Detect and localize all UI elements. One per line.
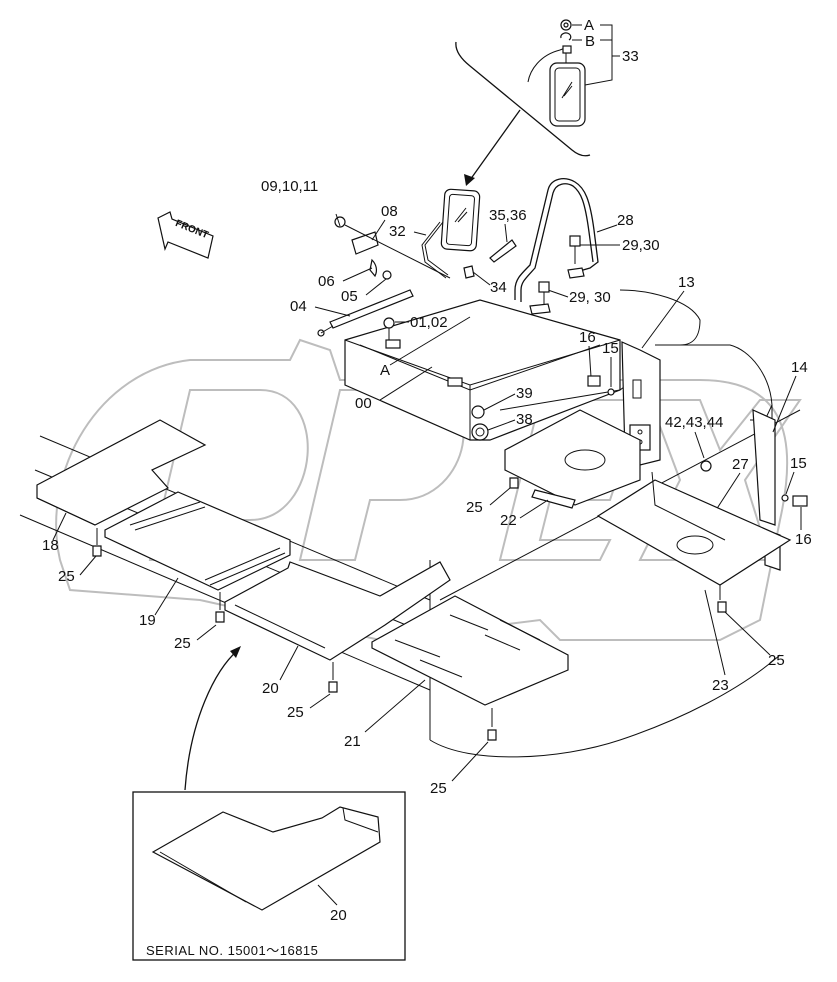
callout-09-10-11: 09,10,11 <box>261 178 318 195</box>
callout-33: 33 <box>622 48 639 65</box>
callout-25-b: 25 <box>58 568 75 585</box>
callout-06: 06 <box>318 273 335 290</box>
inset-box: 20 SERIAL NO. 15001～16815 <box>132 791 406 961</box>
callout-01-02: 01,02 <box>410 314 448 331</box>
callout-25-f: 25 <box>768 652 785 669</box>
side-mirror-32 <box>317 188 481 337</box>
floor-plate-20 <box>224 561 451 693</box>
floor-plate-21 <box>371 595 569 741</box>
floor-plate-19 <box>104 491 291 623</box>
detail-arrow <box>464 109 521 186</box>
callout-23: 23 <box>712 677 729 694</box>
callout-00: 00 <box>355 395 372 412</box>
callout-13: 13 <box>678 274 695 291</box>
bolt-16b <box>792 495 808 507</box>
callout-16-b: 16 <box>795 531 812 548</box>
callout-21: 21 <box>344 733 361 750</box>
bolt-29b <box>538 281 550 293</box>
floor-plate-22 <box>504 409 641 509</box>
panel-13 <box>621 341 661 466</box>
bolt-35 <box>489 239 517 263</box>
callout-15-b: 15 <box>790 455 807 472</box>
callout-25-c: 25 <box>174 635 191 652</box>
handrail-28 <box>514 178 599 315</box>
front-direction-arrow: FRONT <box>157 211 214 259</box>
callout-38: 38 <box>516 411 533 428</box>
inset-arrow <box>184 646 241 791</box>
callout-15-a: 15 <box>602 340 619 357</box>
callout-20: 20 <box>262 680 279 697</box>
floor-plate-18 <box>36 419 207 557</box>
callout-25-a: 25 <box>466 499 483 516</box>
callout-05: 05 <box>341 288 358 305</box>
callout-42-43-44: 42,43,44 <box>665 414 723 431</box>
callout-16-a: 16 <box>579 329 596 346</box>
callout-04: 04 <box>290 298 307 315</box>
callout-32: 32 <box>389 223 406 240</box>
toolbox-00 <box>344 299 621 441</box>
callout-B-top: B <box>585 33 595 50</box>
nut-42 <box>700 460 712 472</box>
bolt-16a <box>587 375 601 387</box>
inset-callout-20: 20 <box>330 907 347 924</box>
mirror-assembly-33 <box>527 19 620 127</box>
washer-15a <box>607 388 615 396</box>
callout-27: 27 <box>732 456 749 473</box>
callout-A-top: A <box>584 17 594 34</box>
callout-25-e: 25 <box>430 780 447 797</box>
callout-29-30-a: 29,30 <box>622 237 660 254</box>
callout-25-d: 25 <box>287 704 304 721</box>
callout-14: 14 <box>791 359 808 376</box>
callout-28: 28 <box>617 212 634 229</box>
callout-08: 08 <box>381 203 398 220</box>
callout-A: A <box>380 362 390 379</box>
callout-35-36: 35,36 <box>489 207 527 224</box>
serial-number-caption: SERIAL NO. 15001～16815 <box>146 943 318 958</box>
callout-19: 19 <box>139 612 156 629</box>
bolt-29a <box>569 235 581 247</box>
floor-plate-23 <box>596 471 792 613</box>
washer-15b <box>781 494 789 502</box>
callout-29-30-b: 29, 30 <box>569 289 611 306</box>
callout-39: 39 <box>516 385 533 402</box>
callout-18: 18 <box>42 537 59 554</box>
callout-22: 22 <box>500 512 517 529</box>
callout-34: 34 <box>490 279 507 296</box>
